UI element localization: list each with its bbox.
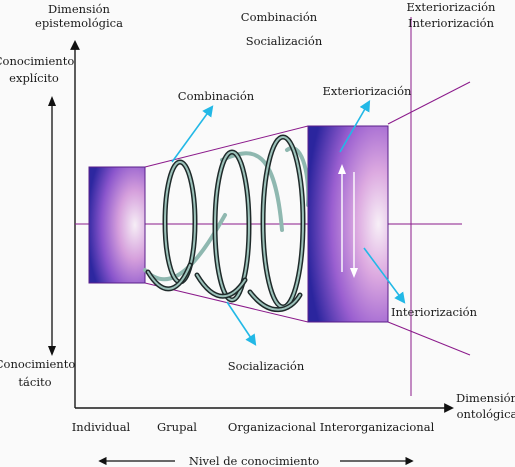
callout-socializacion: Socialización (228, 359, 305, 373)
internal-up-arrowhead (338, 164, 346, 174)
funnel-edge-top (144, 125, 309, 168)
spiral-coil-2-highlight (214, 151, 250, 301)
exteriorizacion-arrow (339, 100, 371, 153)
organizational-knowledge-box (307, 125, 389, 323)
socializacion-arrow (226, 301, 257, 346)
callout-interiorizacion: Interiorización (391, 305, 478, 319)
x-level-interorganizacional: Interorganizacional (320, 420, 435, 434)
callout-exteriorizacion: Exteriorización (323, 84, 413, 98)
header-center-line2: Socialización (246, 34, 323, 48)
callout-combinacion: Combinación (178, 89, 255, 103)
x-level-organizacional: Organizacional (228, 420, 316, 434)
x-level-grupal: Grupal (157, 420, 197, 434)
header-center-line1: Combinación (241, 10, 318, 24)
knowledge-spiral (143, 134, 311, 313)
epistemological-arrow-top (48, 96, 56, 106)
outer-edge-top (387, 81, 471, 125)
y-axis-title-line1: Dimensión (48, 2, 111, 16)
internal-down-arrowhead (350, 268, 358, 278)
interiorizacion-arrow (363, 247, 406, 304)
epistemological-arrow-bottom (48, 346, 56, 356)
y-bottom-label-line1: Conocimiento (0, 357, 75, 371)
individual-knowledge-box (88, 166, 146, 284)
x-footer-label: Nivel de conocimiento (189, 454, 319, 467)
spiral-links-highlight (147, 264, 301, 311)
y-top-label-line2: explícito (9, 71, 59, 85)
x-axis-title-line2: ontológica (457, 407, 515, 421)
combinacion-arrow (171, 105, 214, 163)
header-right-line1: Exteriorización (407, 0, 497, 14)
y-top-label-line1: Conocimiento (0, 54, 74, 68)
y-axis-title-line2: epistemológica (35, 16, 123, 30)
y-bottom-label-line2: tácito (18, 375, 51, 389)
header-right-line2: Interiorización (408, 16, 495, 30)
x-level-individual: Individual (72, 420, 131, 434)
x-axis-title-line1: Dimensión (456, 391, 515, 405)
outer-edge-bottom (387, 321, 471, 356)
